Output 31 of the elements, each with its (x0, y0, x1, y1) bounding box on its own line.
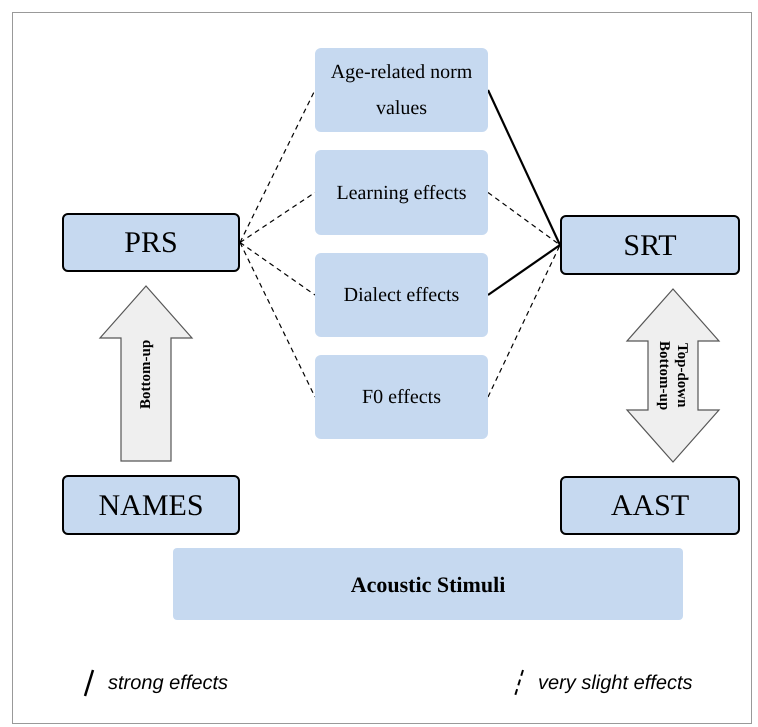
legend-label: strong effects (108, 671, 228, 696)
measure-box (62, 475, 240, 535)
node-label: Acoustic Stimuli (350, 570, 506, 598)
node-label: Learning effects (336, 180, 467, 206)
edge-label: Top-down Bottom-up (655, 340, 691, 412)
measure-box (560, 476, 740, 535)
dashed-line (488, 192, 560, 246)
stimuli-bar (173, 548, 683, 620)
edge-label: Bottom-up (137, 338, 155, 411)
factor-box (315, 253, 488, 337)
solid-line (487, 244, 561, 296)
factor-box (315, 355, 488, 439)
node-label: Dialect effects (344, 283, 460, 308)
node-label: AAST (610, 488, 690, 524)
legend-label: very slight effects (538, 671, 693, 696)
measure-box (560, 215, 740, 275)
node-label: SRT (623, 228, 677, 264)
factor-box (315, 48, 488, 132)
node-label: F0 effects (362, 385, 442, 410)
dashed-line (239, 242, 316, 398)
dashed-line (240, 242, 316, 296)
solid-line (487, 90, 561, 246)
dashed-line (239, 90, 316, 243)
node-label: Age-related norm values (330, 60, 474, 121)
measure-box (62, 213, 240, 272)
block-arrow (626, 288, 720, 463)
factor-box (315, 150, 488, 235)
node-label: PRS (124, 225, 178, 261)
block-arrow (98, 285, 194, 462)
dashed-line (487, 244, 561, 398)
node-label: NAMES (98, 488, 204, 524)
